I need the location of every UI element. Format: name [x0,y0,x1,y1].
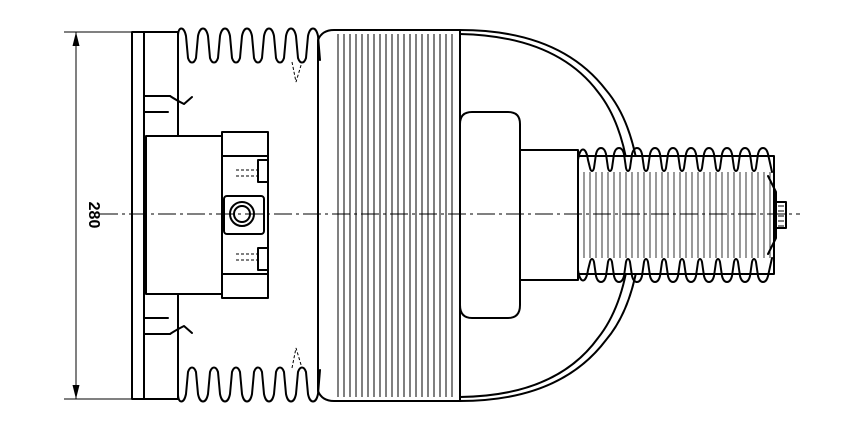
bushing-sheds-top [577,147,773,173]
bolt-top [257,159,269,183]
flange-ledges [143,95,171,335]
body-outline [317,29,461,402]
bushing-core [577,155,775,275]
bushing-neck [519,149,579,281]
flange-plate [131,31,145,400]
inner-window [459,111,521,319]
right-bushing [519,147,787,283]
left-sheds-bottom [177,366,321,403]
dimension-280: 280 [64,31,132,400]
bushing-stud [775,201,787,229]
terminal-box-outer [145,135,231,295]
bushing-ribs [583,172,771,258]
body-ribs [337,34,453,397]
bushing-sheds-bottom [577,257,773,283]
terminal-plate-lines [221,155,269,275]
shed-profile-top [177,27,321,64]
shed-hidden-marks [291,61,303,369]
dimension-arrow-bottom [72,385,80,399]
bolt-bottom [257,247,269,271]
left-sheds-top [177,27,321,64]
base-flange [131,31,193,400]
dimension-value: 280 [85,202,102,229]
terminal-box [145,131,269,299]
flange-notches [169,95,193,335]
ribbed-body [317,29,461,402]
stud-threads [778,205,784,227]
shed-profile-bottom [177,366,321,403]
dimension-arrow-top [72,32,80,46]
bolt-hidden-lines [236,169,258,261]
